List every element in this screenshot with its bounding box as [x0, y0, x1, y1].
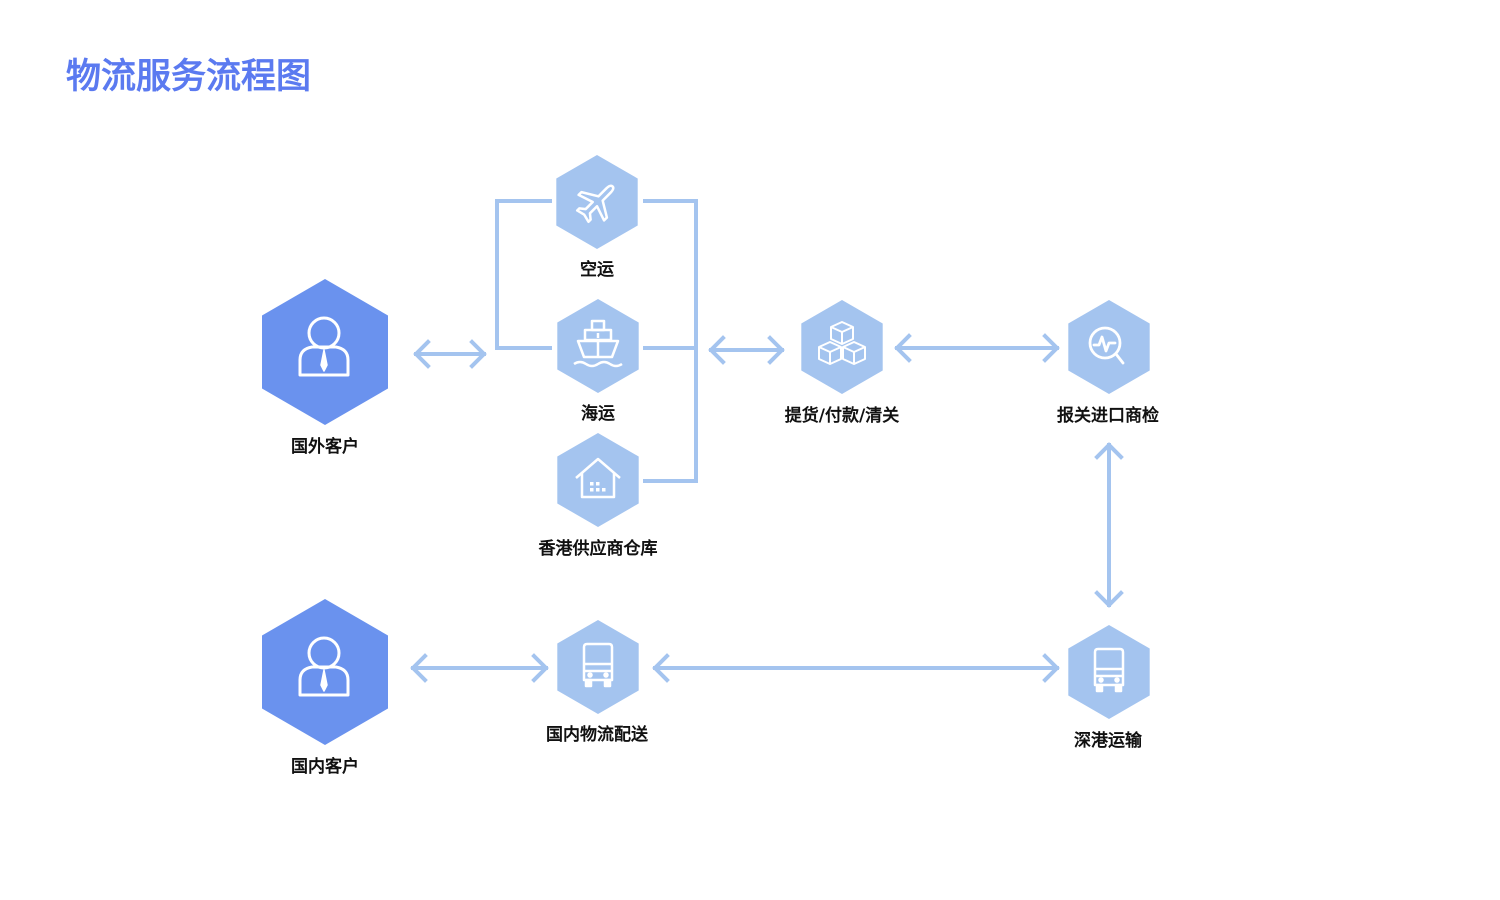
node-label: 深港运输	[1074, 730, 1143, 751]
ship-icon	[573, 319, 623, 368]
arrow-pickup-to-customs	[894, 333, 1060, 363]
node-label: 提货/付款/清关	[785, 405, 899, 426]
truck-icon	[1093, 647, 1125, 693]
airplane-icon	[575, 184, 615, 224]
node-domestic-customer: 国内客户	[262, 599, 388, 777]
node-foreign-customer: 国外客户	[262, 279, 388, 457]
arrow-transport-to-pickup	[708, 335, 785, 365]
node-label: 国外客户	[291, 436, 359, 457]
arrow-customs-to-sz-hk-transport	[1094, 442, 1124, 608]
node-customs: 报关进口商检	[1057, 300, 1159, 426]
node-label: 海运	[581, 403, 615, 424]
node-label: 国内物流配送	[546, 724, 649, 745]
node-sz-hk-transport: 深港运输	[1068, 625, 1150, 751]
node-pickup: 提货/付款/清关	[785, 300, 899, 426]
arrow-domestic-customer-to-delivery	[410, 653, 549, 683]
person-tie-icon	[298, 636, 350, 697]
transport-bracket-left	[495, 199, 552, 350]
arrow-delivery-to-sz-hk-transport	[652, 653, 1060, 683]
node-label: 香港供应商仓库	[539, 538, 658, 559]
house-warehouse-icon	[575, 457, 621, 499]
magnifier-pulse-icon	[1088, 326, 1125, 365]
node-label: 报关进口商检	[1057, 405, 1159, 426]
boxes-icon	[818, 321, 866, 365]
node-label: 空运	[580, 259, 614, 280]
node-label: 国内客户	[291, 756, 359, 777]
node-hk-warehouse: 香港供应商仓库	[539, 433, 658, 559]
node-domestic-delivery: 国内物流配送	[546, 620, 649, 745]
arrow-foreign-customer-to-transport	[413, 339, 487, 369]
transport-bracket-right	[643, 199, 698, 483]
node-air: 空运	[556, 155, 638, 280]
person-tie-icon	[298, 316, 350, 377]
truck-icon	[582, 642, 614, 688]
page-title: 物流服务流程图	[66, 57, 312, 97]
node-sea: 海运	[557, 299, 639, 424]
